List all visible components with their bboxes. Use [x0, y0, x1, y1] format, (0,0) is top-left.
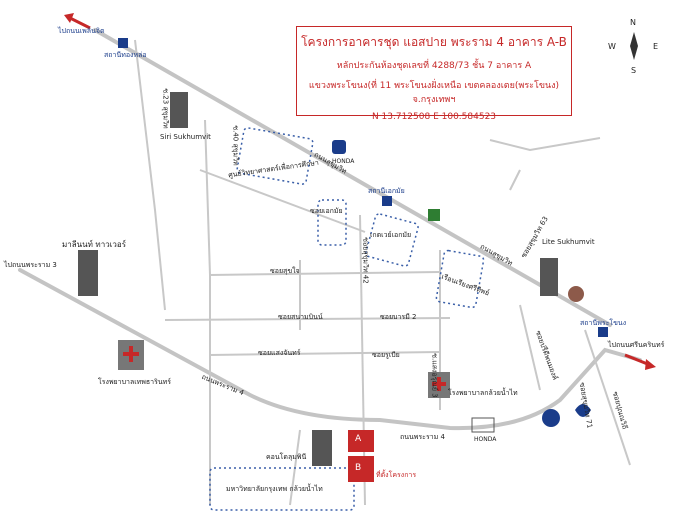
label-condo: คอนโดลุมพินี — [266, 453, 307, 461]
bank-logo-icon — [575, 404, 591, 417]
soi-63-road — [509, 169, 521, 191]
building-icon — [170, 92, 188, 128]
sukhumvit-road — [93, 28, 612, 327]
project-coordinates: N 13.712508 E 100.584523 — [371, 112, 497, 122]
label-project: ที่ตั้งโครงการ — [376, 471, 417, 479]
label-hospital-1: โรงพยาบาลเทพธารินทร์ — [98, 378, 171, 386]
buildings — [78, 92, 558, 466]
label-soi-sanam: ซอยสนามบินน์ — [278, 313, 323, 321]
soi-sang-road — [209, 351, 441, 356]
science-center-zone — [236, 127, 314, 185]
compass-e: E — [653, 42, 659, 51]
label-soi-23: ซ.23 สุขุมวิท — [161, 88, 170, 129]
bank-icon — [332, 140, 346, 154]
label-soi-kaem: ซ.แสงอรุณย์ 3 — [430, 353, 439, 398]
label-to-sri-nakarin: ไปถนนศรีนครินทร์ — [608, 341, 665, 349]
label-station-ekkamai: สถานีเอกมัย — [368, 187, 405, 195]
soi-sukjai-road — [209, 271, 441, 276]
project-address-1: หลักประกันห้องชุดเลขที่ 4288/73 ชั้น 7 อ… — [336, 61, 532, 71]
compass-s: S — [631, 66, 637, 75]
hospital-cross-icon — [123, 346, 139, 362]
label-to-phloen: ไปถนนเพลินจิต — [58, 27, 105, 35]
label-lite: Lite Sukhumvit — [542, 238, 595, 246]
label-to-rama3: ไปถนนพระราม 3 — [4, 261, 57, 269]
label-soi-40: ซ.40 สุขุมวิท — [231, 125, 240, 166]
compass-icon — [630, 32, 638, 60]
bts-icon — [382, 196, 392, 206]
compass-rose: N W E S — [608, 18, 660, 76]
label-gateway: เกตเวย์เอกมัย — [370, 231, 412, 239]
soi-pridi-road — [519, 304, 541, 391]
label-honda-2: HONDA — [474, 436, 497, 443]
hospital-cross-icon — [432, 377, 446, 391]
project-address-2: แขวงพระโขนง(ที่ 11 พระโขนงฝั่งเหนือ เขตค… — [308, 81, 560, 105]
building-icon — [312, 430, 332, 466]
label-soi-ruby: ซอยรูเบีย — [372, 351, 400, 359]
seven-eleven-icon — [428, 209, 440, 221]
building-a-marker — [348, 430, 374, 452]
garden-zone — [435, 249, 485, 309]
label-soi-sang: ซอยแสงจันทร์ — [258, 349, 301, 357]
label-soi-barn: ซอยบารมี 2 — [380, 313, 417, 321]
rama4-road — [18, 268, 642, 431]
compass-w: W — [608, 42, 616, 51]
label-building-a: A — [355, 434, 362, 444]
compass-n: N — [630, 18, 636, 27]
building-b-marker — [348, 456, 374, 482]
label-mahidol-tower: มาลีนนท์ ทาวเวอร์ — [62, 240, 127, 249]
label-station-thonglo: สถานีทองหล่อ — [104, 51, 147, 59]
bts-icon — [118, 38, 128, 48]
university-zone — [209, 467, 355, 511]
label-siri: Siri Sukhumvit — [160, 133, 211, 141]
soi-sanam-road — [164, 317, 451, 321]
label-rama4-2: ถนนพระราม 4 — [400, 433, 445, 441]
building-icon — [540, 258, 558, 296]
project-info-box: โครงการอาคารชุด แอสปาย พระราม 4 อาคาร A-… — [296, 26, 572, 122]
soi-40-road — [204, 119, 211, 505]
label-soi-42: ซอยสุขุมวิท 42 — [361, 237, 370, 284]
label-building-b: B — [355, 463, 362, 473]
shell-logo-icon — [568, 286, 584, 302]
label-university: มหาวิทยาลัยกรุงเทพ กล้วยน้ำไท — [226, 485, 323, 493]
soi-23-road — [134, 39, 166, 311]
soi-upper-right — [489, 137, 601, 152]
label-station-phrakhanong: สถานีพระโขนง — [580, 319, 627, 327]
bts-icon — [598, 327, 608, 337]
soi-ekkamai-road — [199, 169, 366, 233]
project-title: โครงการอาคารชุด แอสปาย พระราม 4 อาคาร A-… — [301, 35, 567, 49]
label-hospital-2: โรงพยาบาลกล้วยน้ำไท — [448, 389, 518, 397]
label-honda-1: HONDA — [332, 158, 355, 165]
gateway-zone — [365, 213, 419, 267]
arrow-left-icon — [69, 16, 91, 30]
building-icon — [78, 250, 98, 296]
label-soi-sukjai: ซอยสุขใจ — [270, 267, 300, 275]
label-soi-ekkamai: ซอยเอกมัย — [310, 207, 343, 215]
ptt-icon — [542, 409, 560, 427]
soi-71-road — [584, 329, 631, 466]
ekkamai-zone — [317, 199, 347, 246]
honda-icon — [471, 417, 495, 433]
